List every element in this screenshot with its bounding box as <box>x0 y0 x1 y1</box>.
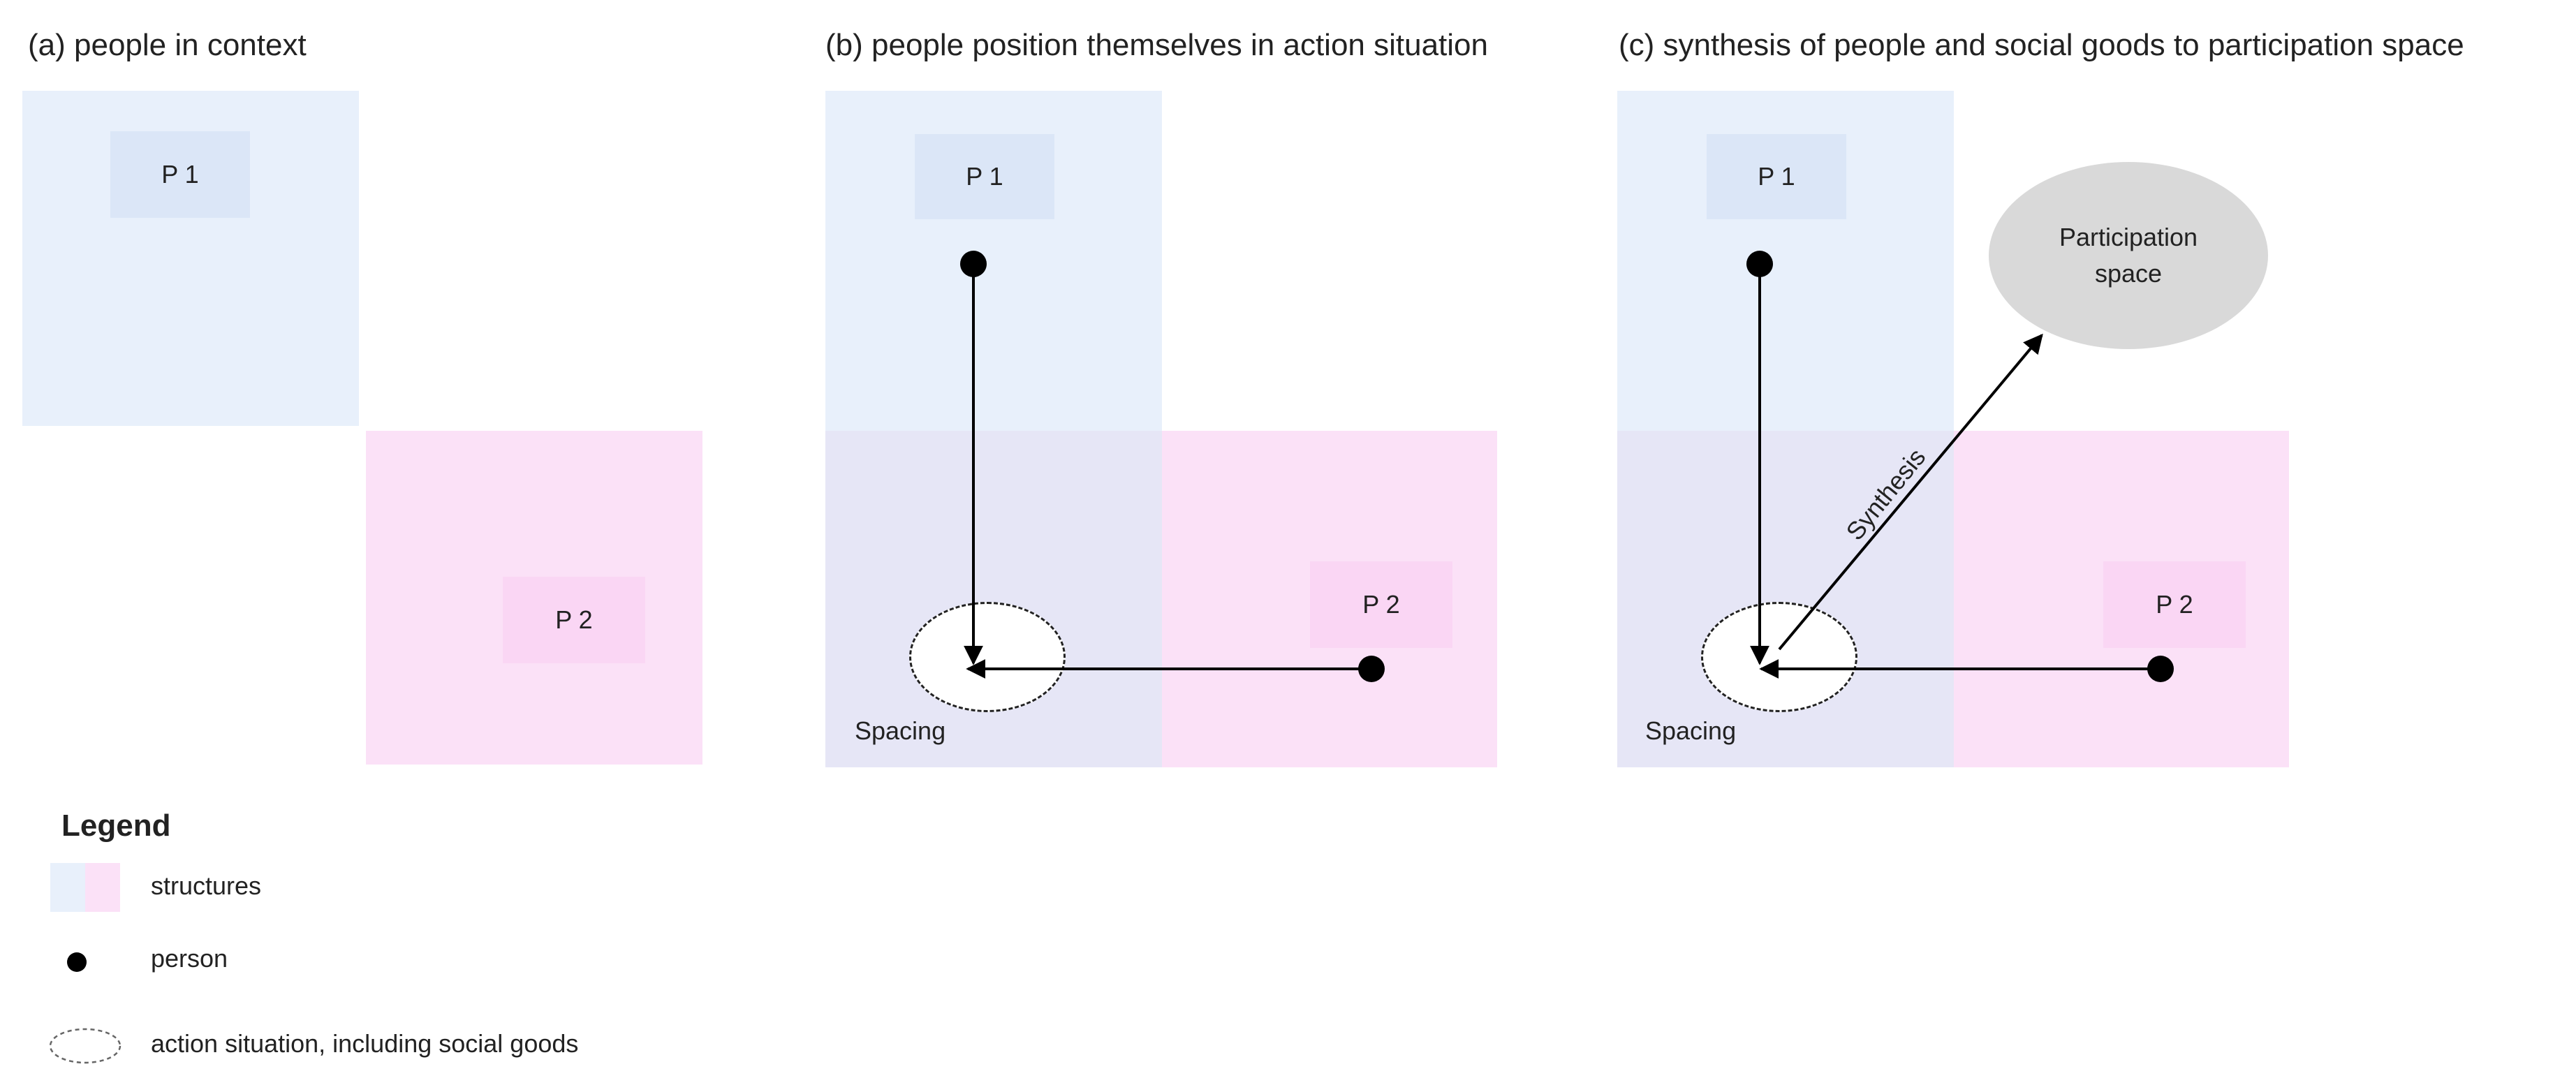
panel-a-p2-label: P 2 <box>503 577 645 663</box>
participation-space-label-line1: Participation <box>2059 222 2198 251</box>
panel-b-spacing-label: Spacing <box>855 716 946 745</box>
panel-b-action-situation-ellipse <box>909 602 1066 712</box>
dashed-ellipse-icon <box>49 1028 122 1064</box>
panel-a-title: (a) people in context <box>28 28 307 62</box>
panel-b-title: (b) people position themselves in action… <box>825 28 1488 62</box>
panel-c-action-situation-ellipse <box>1701 602 1857 712</box>
legend-person-label: person <box>151 944 228 973</box>
panel-b-p1-label: P 1 <box>915 134 1054 219</box>
structures-swatch-icon <box>50 863 120 912</box>
panel-b-p2-label: P 2 <box>1310 561 1452 648</box>
participation-space-ellipse: Participation space <box>1989 162 2268 349</box>
panel-c-p2-label: P 2 <box>2103 561 2246 648</box>
panel-c-title: (c) synthesis of people and social goods… <box>1619 28 2464 62</box>
legend-action-situation-label: action situation, including social goods <box>151 1029 579 1058</box>
participation-space-label-line2: space <box>2094 259 2163 288</box>
panel-c-spacing-label: Spacing <box>1645 716 1737 745</box>
legend-title: Legend <box>61 809 171 843</box>
person-dot-icon <box>67 952 87 972</box>
panel-c-p1-label: P 1 <box>1707 134 1846 219</box>
legend-structures-label: structures <box>151 871 262 900</box>
panel-a-p1-label: P 1 <box>110 131 250 218</box>
